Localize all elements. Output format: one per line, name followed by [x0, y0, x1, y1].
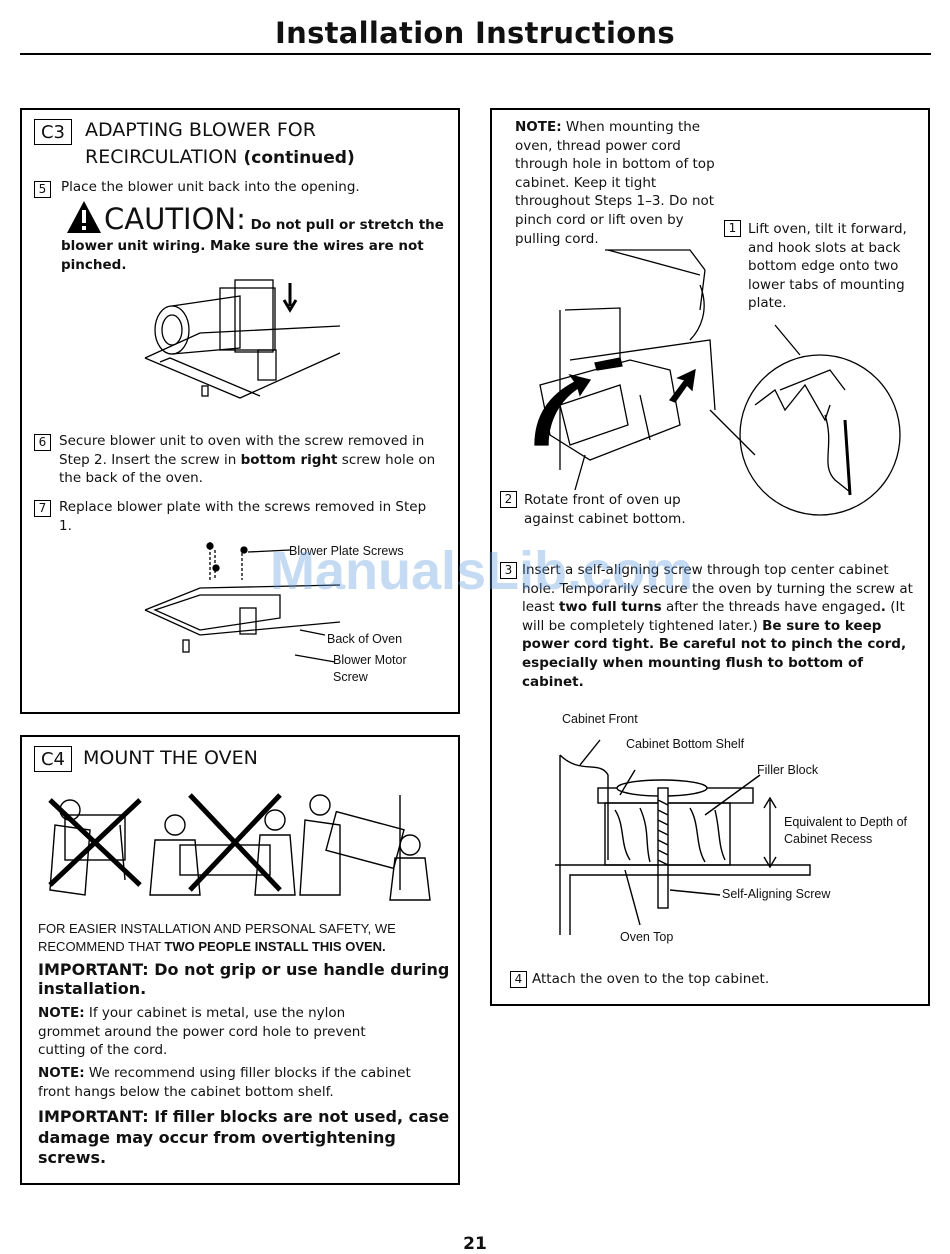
- page-title: Installation Instructions: [275, 16, 675, 50]
- important-grip-warning: IMPORTANT: Do not grip or use handle dur…: [38, 960, 450, 998]
- label-back-of-oven: Back of Oven: [327, 632, 403, 646]
- note-power-cord: NOTE: When mounting the oven, thread pow…: [515, 119, 715, 247]
- label-filler-block: Filler Block: [757, 763, 819, 777]
- recommend-text: FOR EASIER INSTALLATION AND PERSONAL SAF…: [38, 921, 396, 954]
- section-c4-heading: MOUNT THE OVEN: [83, 747, 258, 769]
- label-oven-top: Oven Top: [620, 930, 674, 944]
- page-number: 21: [463, 1234, 487, 1254]
- oven-mounting-illustration: [534, 249, 901, 516]
- step-3-text: Insert a self-aligning screw through top…: [522, 562, 913, 690]
- title-rule: [20, 53, 931, 55]
- step-1-number: 1: [724, 220, 741, 237]
- label-cabinet-bottom-shelf: Cabinet Bottom Shelf: [626, 737, 745, 751]
- warning-triangle-icon: [67, 201, 101, 233]
- label-blower-motor-screw: Blower Motor Screw: [333, 653, 407, 684]
- note-metal-cabinet: NOTE: If your cabinet is metal, use the …: [38, 1005, 366, 1059]
- label-equivalent-depth: Equivalent to Depth of Cabinet Recess: [784, 815, 907, 846]
- watermark: ManualsLib.com: [270, 541, 694, 601]
- step-4-text: Attach the oven to the top cabinet.: [532, 971, 770, 987]
- step-5-number: 5: [34, 181, 51, 198]
- important-filler-warning: IMPORTANT: If filler blocks are not used…: [38, 1107, 450, 1167]
- step-2-number: 2: [500, 491, 517, 508]
- step-6-text: Secure blower unit to oven with the scre…: [59, 433, 436, 487]
- section-c4-box: [20, 735, 460, 1185]
- step-3-number: 3: [500, 562, 517, 579]
- caution-block: CAUTION: Do not pull or stretch the blow…: [61, 202, 444, 274]
- filler-block-diagram: [555, 739, 811, 935]
- section-c4-tag: C4: [34, 746, 72, 772]
- step-4-number: 4: [510, 971, 527, 988]
- label-self-aligning-screw: Self-Aligning Screw: [722, 887, 831, 901]
- label-cabinet-front: Cabinet Front: [562, 712, 638, 726]
- note-filler-blocks: NOTE: We recommend using filler blocks i…: [38, 1065, 411, 1100]
- section-c3-box: [20, 108, 460, 714]
- step-6-number: 6: [34, 434, 51, 451]
- step-7-number: 7: [34, 500, 51, 517]
- section-c3-heading: ADAPTING BLOWER FOR RECIRCULATION (conti…: [85, 119, 355, 168]
- blower-plate-illustration: [144, 542, 340, 663]
- step-2-text: Rotate front of oven up against cabinet …: [524, 492, 686, 527]
- blower-unit-illustration: [144, 279, 340, 399]
- section-mount-steps-box: [490, 108, 930, 1006]
- step-5-text: Place the blower unit back into the open…: [61, 179, 360, 195]
- two-person-install-illustration: [48, 793, 431, 901]
- step-1-text: Lift oven, tilt it forward, and hook slo…: [748, 221, 907, 312]
- label-blower-plate-screws: Blower Plate Screws: [289, 544, 404, 558]
- section-c3-tag: C3: [34, 119, 72, 145]
- step-7-text: Replace blower plate with the screws rem…: [59, 499, 427, 534]
